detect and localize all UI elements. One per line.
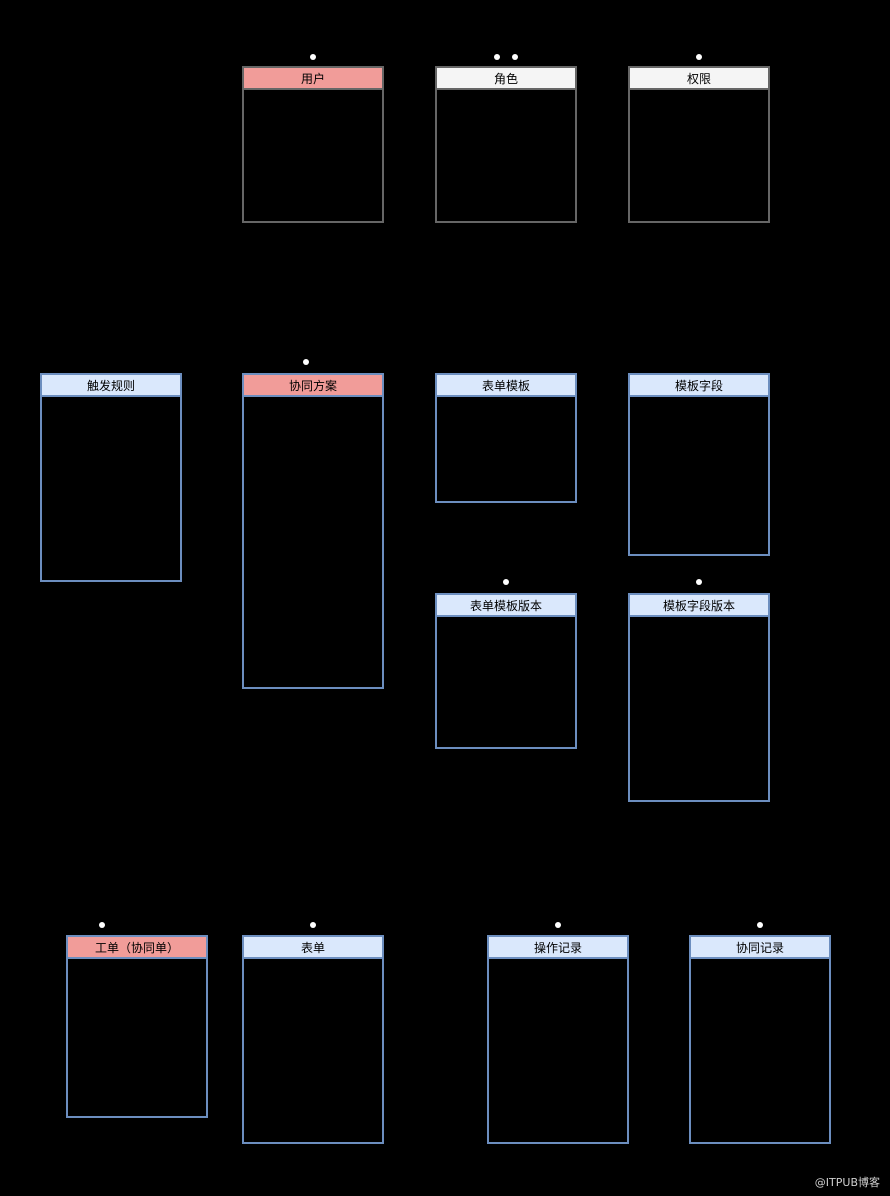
entity-form-template-title: 表单模板 (437, 375, 575, 397)
entity-user[interactable]: 用户 (242, 66, 384, 223)
entity-work-order-title: 工单（协同单） (68, 937, 206, 959)
entity-role-body (437, 90, 575, 221)
entity-work-order-body (68, 959, 206, 1116)
entity-form-template[interactable]: 表单模板 (435, 373, 577, 503)
entity-template-field[interactable]: 模板字段 (628, 373, 770, 556)
entity-template-field-body (630, 397, 768, 554)
entity-permission-body (630, 90, 768, 221)
watermark: @ITPUB博客 (814, 1176, 880, 1189)
entity-form-template-version-body (437, 617, 575, 747)
connector-dot (310, 54, 316, 60)
connector-dot (757, 922, 763, 928)
connector-dot (512, 54, 518, 60)
connector-dot (99, 922, 105, 928)
entity-role[interactable]: 角色 (435, 66, 577, 223)
entity-template-field-title: 模板字段 (630, 375, 768, 397)
entity-trigger-rule-title: 触发规则 (42, 375, 180, 397)
entity-operation-log-body (489, 959, 627, 1142)
connector-dot (696, 579, 702, 585)
entity-role-title: 角色 (437, 68, 575, 90)
connector-dot (310, 922, 316, 928)
entity-form-body (244, 959, 382, 1142)
entity-work-order[interactable]: 工单（协同单） (66, 935, 208, 1118)
entity-template-field-version[interactable]: 模板字段版本 (628, 593, 770, 802)
entity-operation-log-title: 操作记录 (489, 937, 627, 959)
entity-template-field-version-title: 模板字段版本 (630, 595, 768, 617)
entity-collab-log-body (691, 959, 829, 1142)
entity-trigger-rule-body (42, 397, 180, 580)
entity-form-template-version-title: 表单模板版本 (437, 595, 575, 617)
connector-dot (696, 54, 702, 60)
entity-user-title: 用户 (244, 68, 382, 90)
connector-dot (494, 54, 500, 60)
entity-form-template-version[interactable]: 表单模板版本 (435, 593, 577, 749)
connector-dot (303, 359, 309, 365)
entity-user-body (244, 90, 382, 221)
entity-collab-plan-title: 协同方案 (244, 375, 382, 397)
entity-collab-plan[interactable]: 协同方案 (242, 373, 384, 689)
entity-template-field-version-body (630, 617, 768, 800)
entity-collab-log[interactable]: 协同记录 (689, 935, 831, 1144)
entity-form-template-body (437, 397, 575, 501)
entity-operation-log[interactable]: 操作记录 (487, 935, 629, 1144)
entity-form[interactable]: 表单 (242, 935, 384, 1144)
connector-dot (555, 922, 561, 928)
entity-collab-plan-body (244, 397, 382, 687)
entity-collab-log-title: 协同记录 (691, 937, 829, 959)
entity-form-title: 表单 (244, 937, 382, 959)
entity-permission[interactable]: 权限 (628, 66, 770, 223)
connector-dot (503, 579, 509, 585)
entity-trigger-rule[interactable]: 触发规则 (40, 373, 182, 582)
entity-permission-title: 权限 (630, 68, 768, 90)
